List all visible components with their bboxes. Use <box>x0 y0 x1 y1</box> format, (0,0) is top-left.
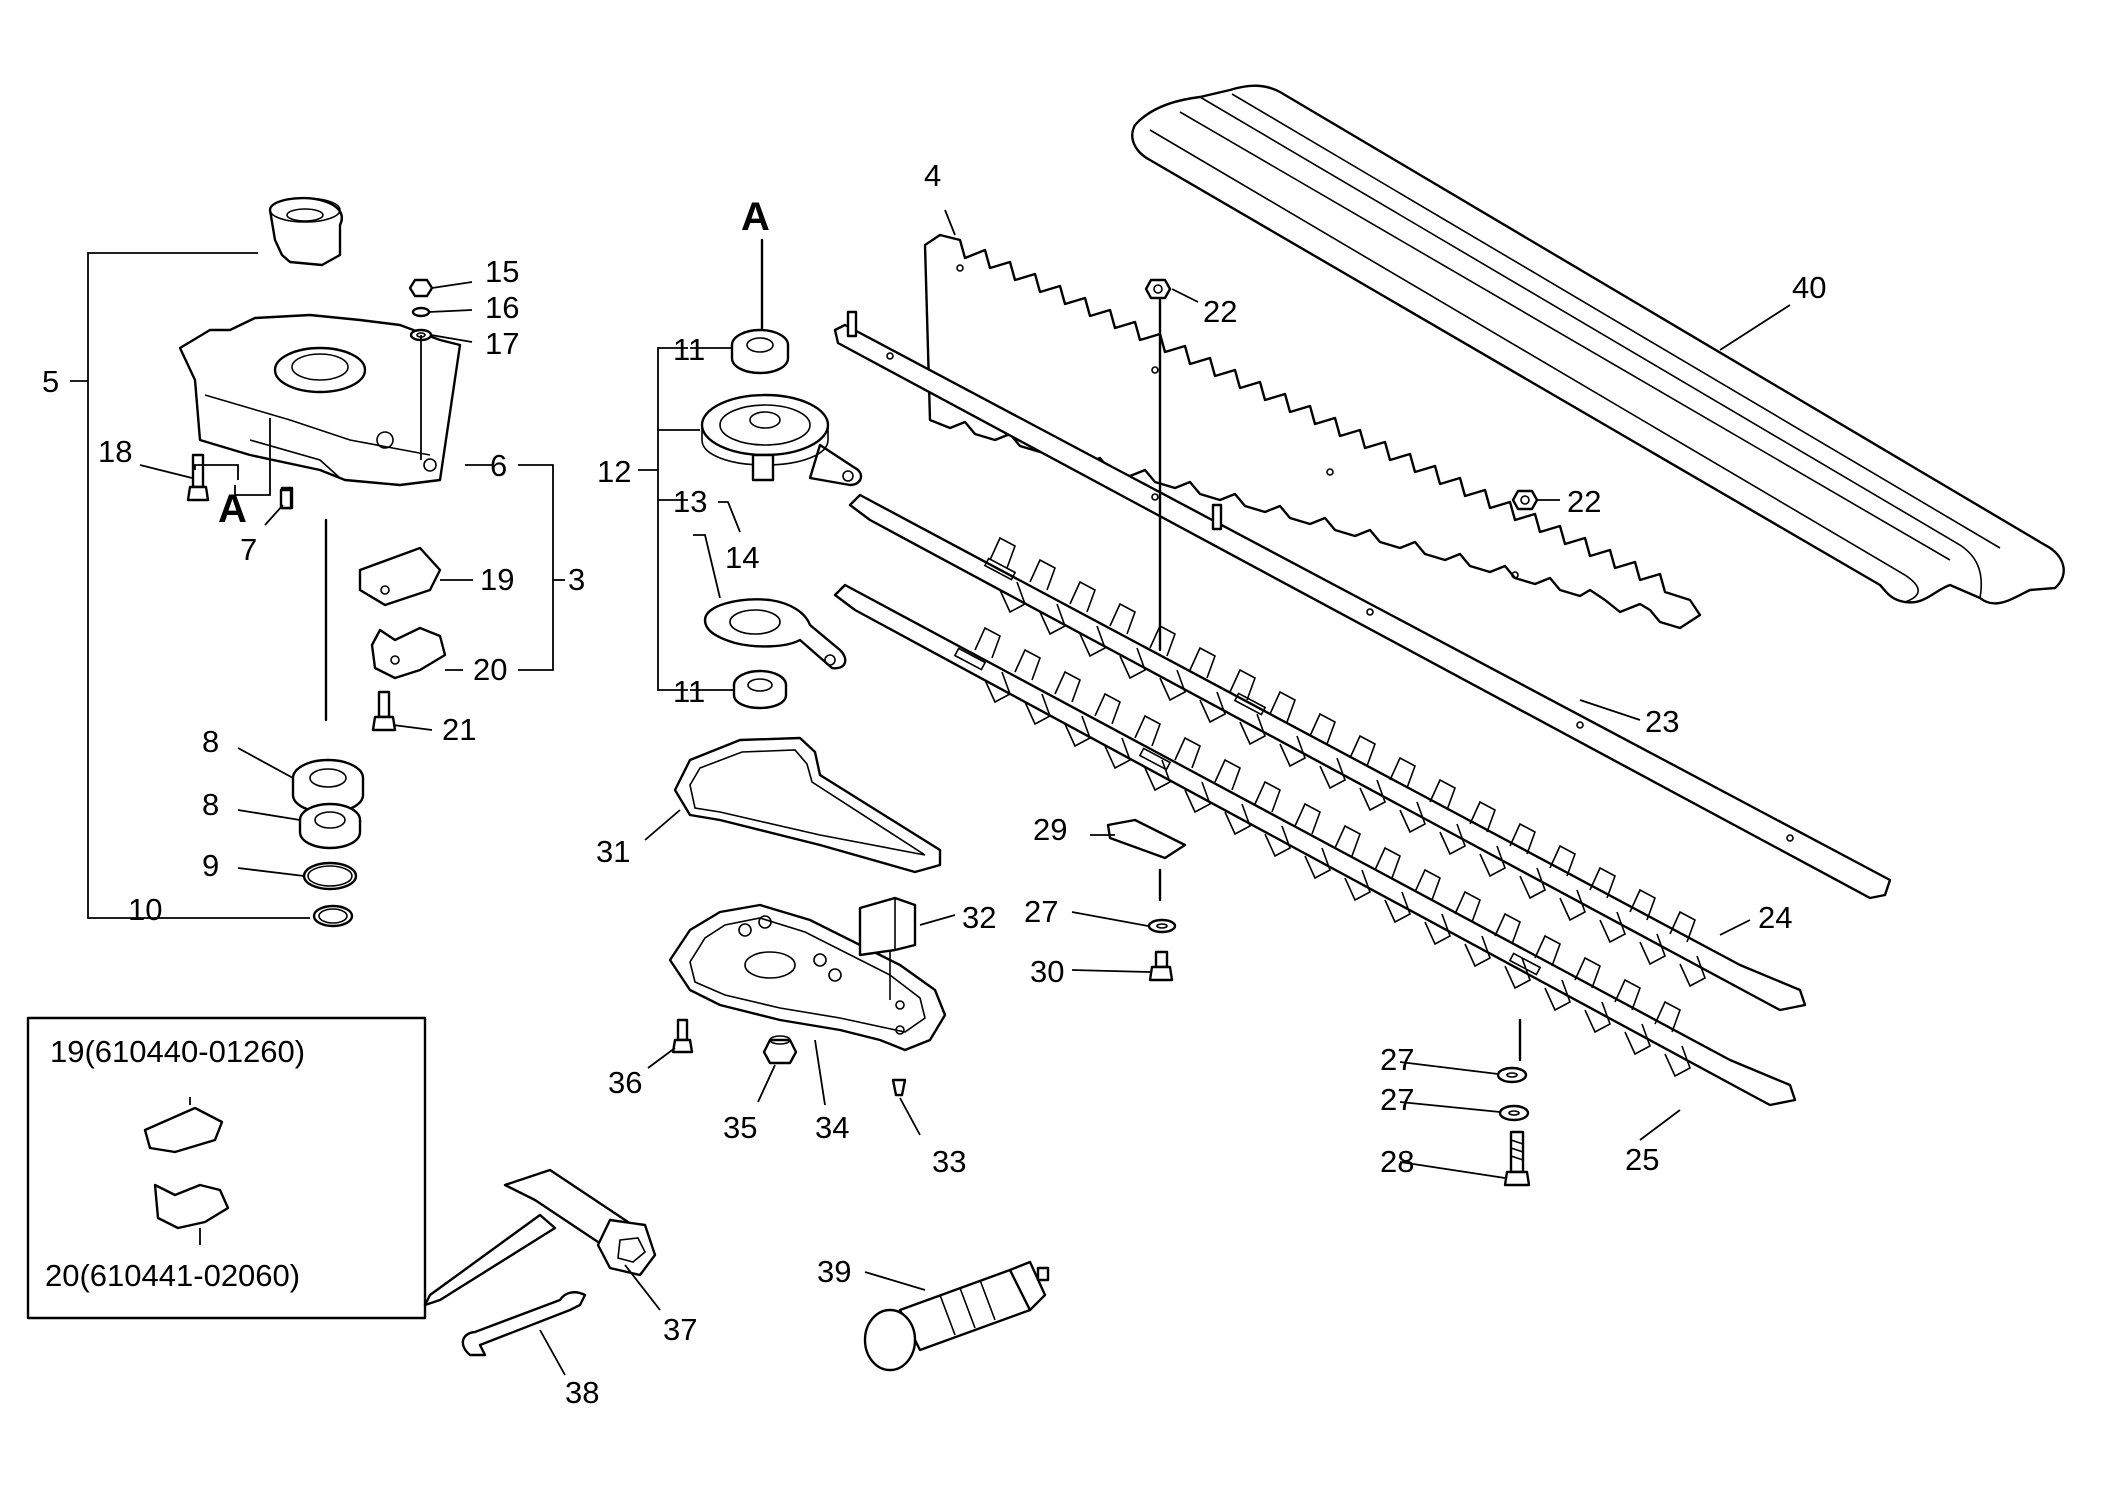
bolt-30 <box>1148 950 1174 982</box>
bracket-3 <box>518 464 554 671</box>
callout-5: 5 <box>42 364 59 399</box>
gasket-31 <box>673 736 942 874</box>
callout-31: 31 <box>596 834 630 869</box>
callout-29: 29 <box>1033 812 1067 847</box>
upper-blade <box>923 233 1702 630</box>
connecting-bar <box>833 310 1892 900</box>
callout-35: 35 <box>723 1110 757 1145</box>
callout-7: 7 <box>240 532 257 567</box>
callout-16: 16 <box>485 290 519 325</box>
callout-8b: 8 <box>202 787 219 822</box>
plate-29 <box>1106 818 1187 860</box>
callout-34: 34 <box>815 1110 849 1145</box>
callout-18: 18 <box>98 434 132 469</box>
inset-box <box>26 1016 427 1320</box>
callout-4: 4 <box>924 158 941 193</box>
snap-ring-9 <box>302 861 358 891</box>
callout-11b: 11 <box>673 674 705 709</box>
screw-36 <box>671 1018 694 1054</box>
nut-22-lower <box>1511 489 1539 511</box>
callout-27c: 27 <box>1380 1082 1414 1117</box>
bearing-8-upper <box>291 758 365 815</box>
lower-blade-24 <box>848 493 1807 1012</box>
washer-27-lower <box>1498 1104 1530 1122</box>
callout-8a: 8 <box>202 724 219 759</box>
callout-21: 21 <box>442 712 476 747</box>
bracket-20 <box>370 626 447 680</box>
screw-33 <box>891 1078 907 1097</box>
callout-27b: 27 <box>1380 1042 1414 1077</box>
washer-27-upper <box>1496 1066 1528 1084</box>
gear-case <box>178 196 462 510</box>
callout-19: 19 <box>480 562 514 597</box>
bolt-18 <box>186 453 210 502</box>
callout-17: 17 <box>485 326 519 361</box>
bearing-11-upper <box>730 328 790 375</box>
bolt-21 <box>371 690 397 732</box>
callout-10: 10 <box>128 892 162 927</box>
gear-cover-34 <box>668 903 947 1052</box>
callout-39: 39 <box>817 1254 851 1289</box>
callout-22a: 22 <box>1203 294 1237 329</box>
inset-label-19: 19(610440-01260) <box>50 1034 305 1069</box>
nut-15 <box>408 278 434 298</box>
callout-32: 32 <box>962 900 996 935</box>
callout-24: 24 <box>1758 900 1792 935</box>
callout-33: 33 <box>932 1144 966 1179</box>
callout-15: 15 <box>485 254 519 289</box>
callout-14: 14 <box>725 540 759 575</box>
callout-11a: 11 <box>673 332 705 367</box>
callout-6: 6 <box>490 448 507 483</box>
inset-label-20: 20(610441-02060) <box>45 1258 300 1293</box>
callout-23: 23 <box>1645 704 1679 739</box>
blade-cover <box>1131 84 2065 605</box>
bolt-28 <box>1503 1130 1531 1187</box>
nut-35 <box>762 1035 798 1065</box>
callout-12: 12 <box>597 454 631 489</box>
bearing-8-lower <box>298 802 362 850</box>
bracket-32 <box>858 896 917 1000</box>
gear-12 <box>700 393 863 487</box>
marker-a-left: A <box>218 487 247 531</box>
plug-wrench-37 <box>423 1168 657 1307</box>
callout-20: 20 <box>473 652 507 687</box>
callout-9: 9 <box>202 848 219 883</box>
spanner-38 <box>461 1291 587 1357</box>
callout-25: 25 <box>1625 1142 1659 1177</box>
nut-22-upper <box>1144 278 1172 300</box>
callout-37: 37 <box>663 1312 697 1347</box>
lower-blade-25 <box>833 583 1797 1107</box>
callout-27a: 27 <box>1024 894 1058 929</box>
washer-14 <box>703 598 847 670</box>
callout-13: 13 <box>673 484 707 519</box>
a-bracket-left <box>194 464 239 480</box>
callout-30: 30 <box>1030 954 1064 989</box>
bearing-11-lower <box>732 669 788 710</box>
marker-a-right: A <box>741 195 770 239</box>
callout-40: 40 <box>1792 270 1826 305</box>
plate-19 <box>358 546 442 607</box>
callout-3: 3 <box>568 562 585 597</box>
callout-38: 38 <box>565 1375 599 1410</box>
bracket-5 <box>87 252 310 919</box>
bracket-12 <box>657 347 688 691</box>
pin-7 <box>279 488 293 510</box>
callout-28: 28 <box>1380 1144 1414 1179</box>
callout-36: 36 <box>608 1065 642 1100</box>
callout-22b: 22 <box>1567 484 1601 519</box>
snap-ring-10 <box>312 904 354 928</box>
washer-27-mid <box>1147 918 1177 934</box>
washer-16 <box>411 306 431 318</box>
grease-tube-39 <box>863 1260 1050 1372</box>
